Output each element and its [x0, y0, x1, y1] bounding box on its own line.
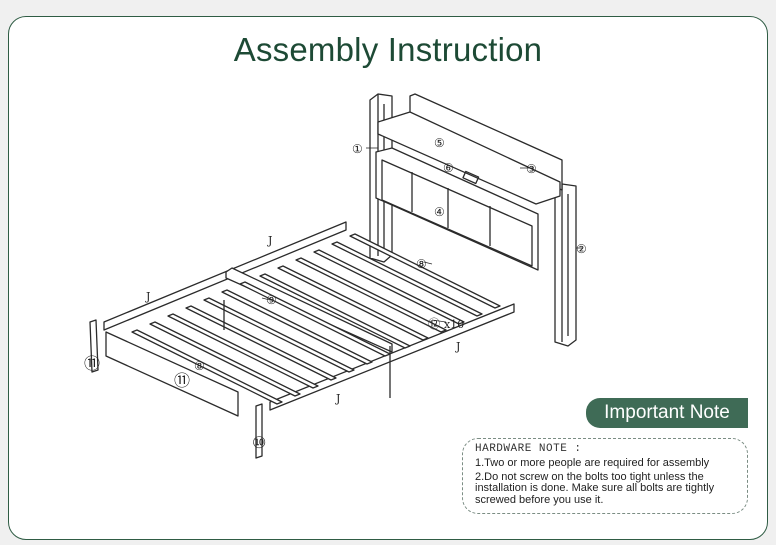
foot-leg-right	[255, 403, 263, 459]
callout-hardware-j: J	[455, 340, 460, 353]
callout-part-4: ④	[434, 205, 445, 219]
slats	[131, 233, 501, 405]
headboard-right-post	[554, 183, 577, 347]
headboard-shelf	[377, 111, 561, 205]
callout-part-9: ⑨	[266, 293, 277, 307]
side-rail-left	[103, 221, 347, 331]
important-note-badge: Important Note	[586, 398, 748, 428]
callout-part-10: ⑩	[252, 433, 266, 452]
part-callouts: ① ② ③ ④ ⑤ ⑥ ⑧ ⑧ ⑨ ⑪ ⑪ ⑩ ⑫ x10 J J J J	[84, 136, 587, 452]
callout-hardware-j: J	[145, 290, 150, 303]
callout-hardware-j: J	[335, 392, 340, 405]
callout-part-11-front: ⑪	[174, 371, 190, 390]
callout-hardware-j: J	[267, 234, 272, 247]
callout-part-11-left: ⑪	[84, 354, 100, 373]
callout-part-8-top: ⑧	[416, 257, 427, 271]
center-rail	[225, 267, 393, 353]
hardware-note-box: HARDWARE NOTE : 1.Two or more people are…	[462, 438, 748, 514]
foot-leg-left	[89, 319, 99, 373]
callout-part-5: ⑤	[434, 136, 445, 150]
foot-rail	[105, 331, 239, 417]
callout-part-1: ①	[352, 142, 363, 156]
headboard-panel	[375, 147, 539, 271]
hardware-note-line: screwed before you use it.	[475, 493, 604, 506]
callout-part-6: ⑥	[443, 161, 454, 175]
callout-part-3: ③	[526, 162, 537, 176]
hardware-note-line: 1.Two or more people are required for as…	[475, 457, 710, 469]
hardware-note-heading: HARDWARE NOTE :	[475, 443, 582, 455]
leader-lines	[261, 147, 582, 323]
callout-part-12: ⑫	[428, 317, 440, 331]
page-title: Assembly Instruction	[233, 31, 543, 68]
callout-part-8-bottom: ⑧	[194, 359, 205, 373]
hardware-note-line: installation is done. Make sure all bolt…	[475, 482, 715, 494]
side-rail-right	[269, 303, 515, 411]
hardware-note-line: 2.Do not screw on the bolts too tight un…	[475, 470, 704, 483]
callout-part-12-qty: x10	[444, 318, 464, 331]
callout-part-2: ②	[576, 242, 587, 256]
